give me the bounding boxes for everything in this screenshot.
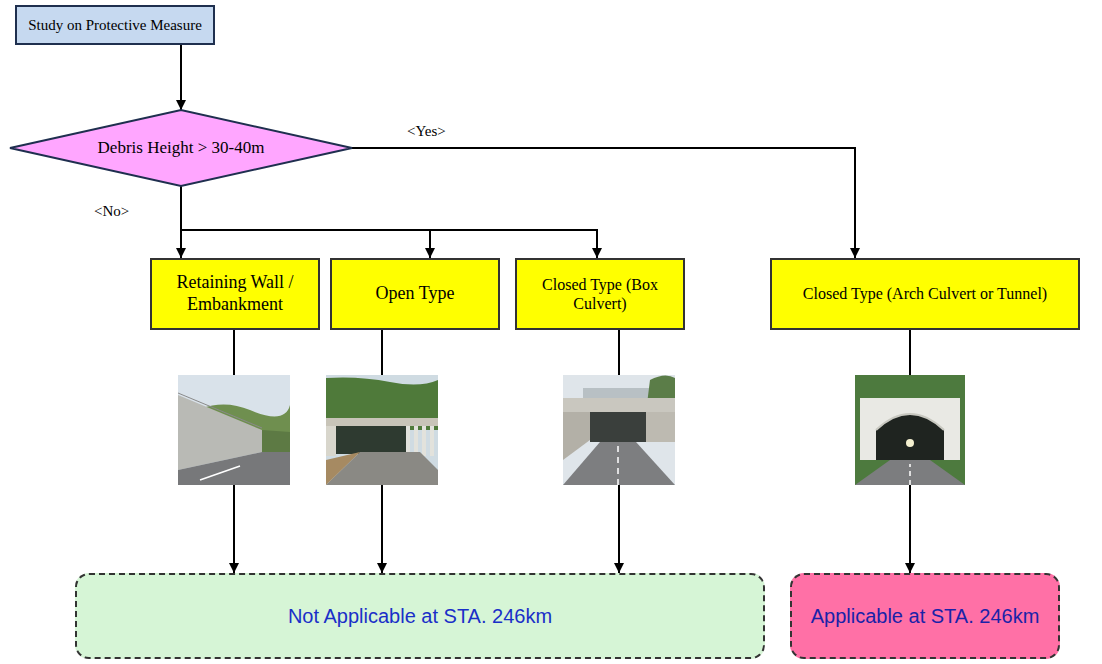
edge-label: <No> bbox=[92, 203, 131, 220]
node-text: Open Type bbox=[376, 283, 455, 305]
node-text: Retaining Wall / Embankment bbox=[160, 272, 310, 315]
diamond-shape bbox=[10, 110, 352, 186]
flow-arrow bbox=[181, 186, 430, 258]
node-text: Not Applicable at STA. 246km bbox=[288, 604, 552, 628]
open-type-shed-photo bbox=[326, 375, 438, 485]
result-box: Applicable at STA. 246km bbox=[790, 573, 1060, 659]
retaining-wall-photo bbox=[178, 375, 290, 485]
node-text: Closed Type (Arch Culvert or Tunnel) bbox=[803, 284, 1047, 303]
option-box: Closed Type (Arch Culvert or Tunnel) bbox=[770, 258, 1080, 330]
decision-diamond: Debris Height > 30-40m bbox=[10, 110, 352, 186]
flow-arrow bbox=[181, 186, 597, 258]
edge-label: <Yes> bbox=[405, 123, 448, 140]
option-box: Closed Type (Box Culvert) bbox=[515, 258, 685, 330]
node-text: Closed Type (Box Culvert) bbox=[525, 275, 675, 313]
flow-arrow bbox=[352, 148, 855, 258]
box-culvert-photo bbox=[563, 375, 675, 485]
start-box: Study on Protective Measure bbox=[15, 5, 215, 45]
result-box: Not Applicable at STA. 246km bbox=[75, 573, 765, 659]
tunnel-portal-photo bbox=[855, 375, 965, 485]
option-box: Open Type bbox=[330, 258, 500, 330]
flow-arrow bbox=[180, 45, 182, 110]
node-text: Debris Height > 30-40m bbox=[98, 138, 265, 158]
node-text: Applicable at STA. 246km bbox=[811, 604, 1040, 628]
option-box: Retaining Wall / Embankment bbox=[150, 258, 320, 330]
node-text: Study on Protective Measure bbox=[28, 16, 202, 34]
